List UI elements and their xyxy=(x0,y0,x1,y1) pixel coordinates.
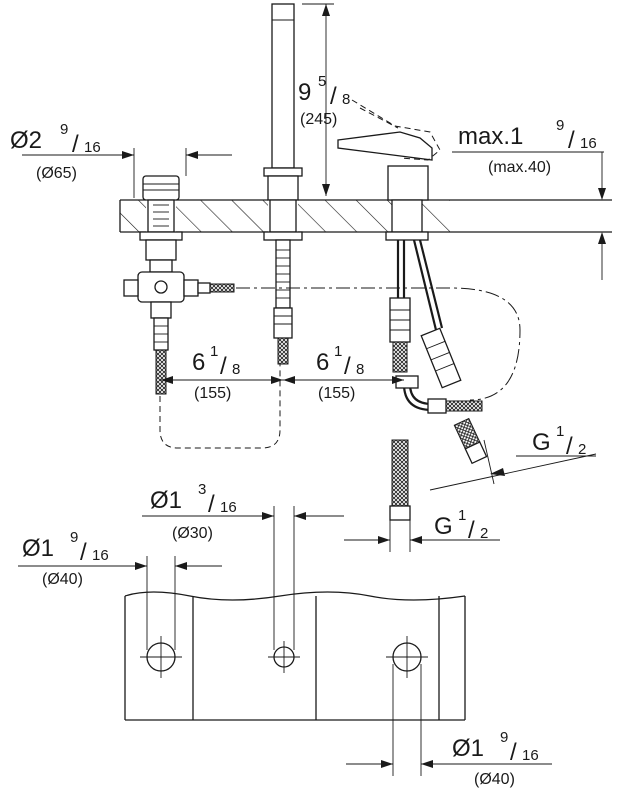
svg-text:16: 16 xyxy=(220,499,237,516)
svg-text:(max.40): (max.40) xyxy=(488,159,551,176)
svg-text:5: 5 xyxy=(318,73,326,90)
svg-text:8: 8 xyxy=(356,361,364,378)
countertop-plan xyxy=(124,591,466,721)
dimension-lines xyxy=(18,3,606,776)
svg-text:9: 9 xyxy=(556,117,564,134)
dim-label-thread-angled: G 1 / 2 xyxy=(532,423,586,460)
svg-text:9: 9 xyxy=(298,79,311,106)
hose-loop-left xyxy=(159,364,281,449)
svg-text:/: / xyxy=(330,83,337,110)
dim-label-handshower-height: 9 5 / 8 (245) xyxy=(298,73,350,128)
svg-text:1: 1 xyxy=(556,423,564,440)
svg-text:(155): (155) xyxy=(318,385,355,402)
svg-text:max.1: max.1 xyxy=(458,123,523,150)
svg-text:16: 16 xyxy=(580,135,597,152)
svg-text:/: / xyxy=(468,517,475,544)
svg-text:/: / xyxy=(80,539,87,566)
svg-text:8: 8 xyxy=(232,361,240,378)
svg-text:/: / xyxy=(510,739,517,766)
svg-text:16: 16 xyxy=(84,139,101,156)
svg-text:(Ø65): (Ø65) xyxy=(36,165,77,182)
svg-text:/: / xyxy=(72,131,79,158)
dim-label-spacing-right: 6 1 / 8 (155) xyxy=(316,343,364,402)
svg-text:1: 1 xyxy=(334,343,342,360)
dim-label-hole-right: Ø1 9 / 16 (Ø40) xyxy=(452,729,539,788)
dim-label-spacing-left: 6 1 / 8 (155) xyxy=(192,343,240,402)
svg-text:/: / xyxy=(568,127,575,154)
dim-label-thread-straight: G 1 / 2 xyxy=(434,507,488,544)
diverter-body xyxy=(123,175,235,395)
svg-text:(Ø40): (Ø40) xyxy=(42,571,83,588)
svg-text:Ø1: Ø1 xyxy=(452,735,484,762)
svg-text:(155): (155) xyxy=(194,385,231,402)
dim-label-deck-thickness: max.1 9 / 16 (max.40) xyxy=(458,117,597,176)
svg-text:3: 3 xyxy=(198,481,206,498)
svg-text:(245): (245) xyxy=(300,111,337,128)
svg-text:9: 9 xyxy=(70,529,78,546)
svg-text:G: G xyxy=(434,513,453,540)
svg-text:1: 1 xyxy=(458,507,466,524)
svg-text:2: 2 xyxy=(578,441,586,458)
svg-text:(Ø40): (Ø40) xyxy=(474,771,515,788)
svg-text:/: / xyxy=(344,353,351,380)
svg-text:/: / xyxy=(208,491,215,518)
svg-text:6: 6 xyxy=(316,349,329,376)
svg-text:9: 9 xyxy=(60,121,68,138)
deck-section xyxy=(119,199,612,233)
svg-text:(Ø30): (Ø30) xyxy=(172,525,213,542)
handshower xyxy=(263,3,303,365)
svg-text:8: 8 xyxy=(342,91,350,108)
svg-text:Ø1: Ø1 xyxy=(150,487,182,514)
svg-text:/: / xyxy=(566,433,573,460)
svg-text:16: 16 xyxy=(92,547,109,564)
svg-text:G: G xyxy=(532,429,551,456)
hose-loop-right xyxy=(236,287,521,401)
svg-text:9: 9 xyxy=(500,729,508,746)
dim-label-hole-left: Ø1 9 / 16 (Ø40) xyxy=(22,529,109,588)
svg-text:/: / xyxy=(220,353,227,380)
dim-label-hole-center: Ø1 3 / 16 (Ø30) xyxy=(150,481,237,542)
svg-text:1: 1 xyxy=(210,343,218,360)
svg-text:6: 6 xyxy=(192,349,205,376)
svg-text:Ø2: Ø2 xyxy=(10,127,42,154)
svg-text:Ø1: Ø1 xyxy=(22,535,54,562)
mixer xyxy=(337,99,488,521)
svg-text:16: 16 xyxy=(522,747,539,764)
svg-text:2: 2 xyxy=(480,525,488,542)
dim-label-diverter-diameter: Ø2 9 / 16 (Ø65) xyxy=(10,121,101,182)
